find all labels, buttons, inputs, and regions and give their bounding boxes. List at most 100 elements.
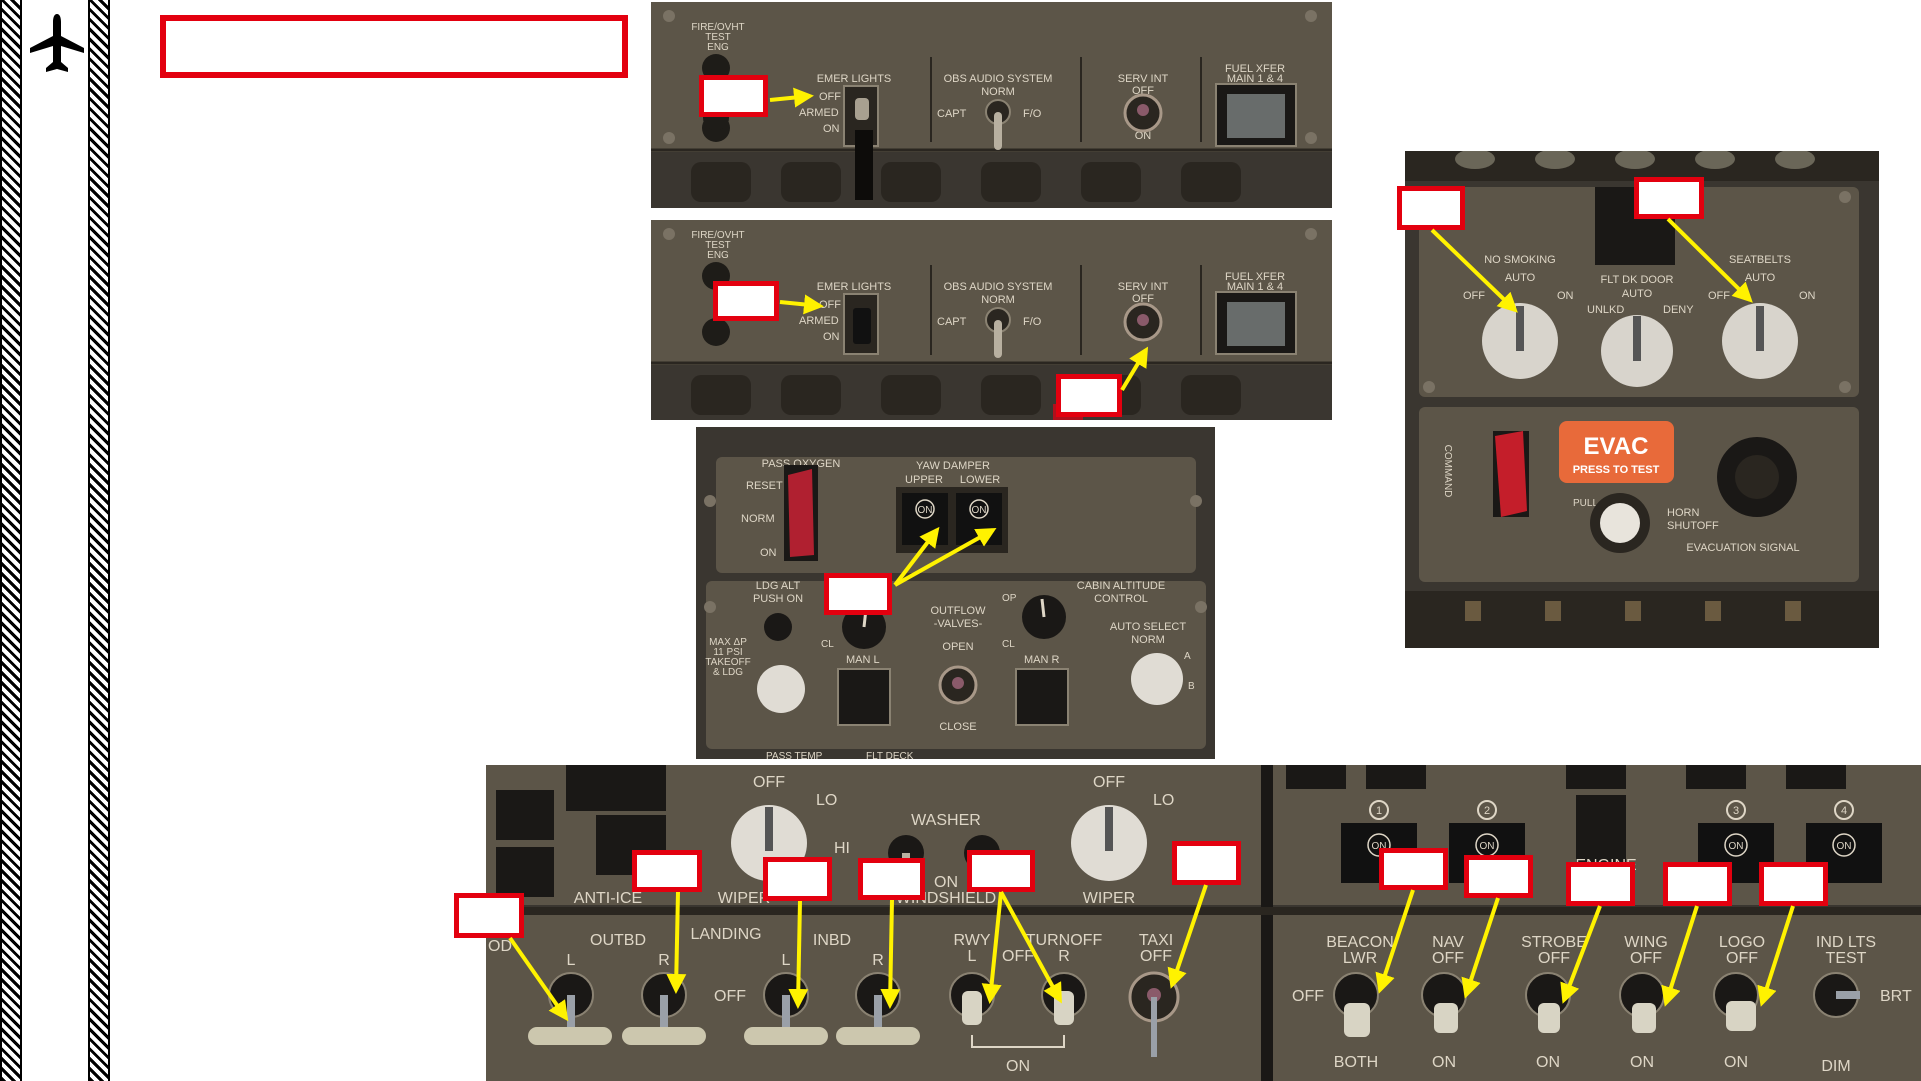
man-r-button[interactable] — [1015, 668, 1069, 726]
taxi-switch[interactable] — [1128, 971, 1180, 1057]
horn-label: HORN — [1667, 507, 1699, 519]
ldg-alt-knob[interactable] — [757, 665, 805, 713]
svg-text:2: 2 — [1484, 805, 1490, 817]
flt-dk-door-title: FLT DK DOOR — [1601, 274, 1674, 286]
emer-lights-on-label: ON — [823, 123, 840, 135]
logo-switch[interactable] — [1713, 972, 1759, 1031]
svg-text:MAX ΔP: MAX ΔP — [709, 637, 747, 648]
washer-label: WASHER — [911, 812, 981, 829]
no-smoking-off-label: OFF — [1463, 290, 1485, 302]
no-smoking-auto-label: AUTO — [1505, 272, 1536, 284]
pass-oxygen-norm-label: NORM — [741, 513, 775, 525]
landing-outbd-r-switch[interactable] — [622, 972, 706, 1045]
cabin-altitude-control-label: CONTROL — [1094, 593, 1148, 605]
landing-od-label: OD — [488, 938, 512, 955]
ind-lts-switch[interactable] — [1813, 972, 1860, 1018]
nav-switch[interactable] — [1421, 972, 1467, 1033]
wing-title: WING — [1624, 934, 1668, 951]
wiper-l-lo-label: LO — [816, 792, 837, 809]
wing-on-label: ON — [1630, 1054, 1654, 1071]
callout-landing-inbd-l — [763, 857, 832, 901]
svg-text:& LDG: & LDG — [713, 667, 743, 678]
beacon-off-label: OFF — [1292, 988, 1324, 1005]
no-smoking-knob[interactable] — [1482, 303, 1558, 379]
yaw-damper-upper-button[interactable]: ON — [902, 493, 948, 545]
nav-on-label: ON — [1432, 1054, 1456, 1071]
outflow-manual-switch[interactable] — [938, 665, 978, 705]
seatbelts-auto-label: AUTO — [1745, 272, 1776, 284]
fuel-xfer-button-2[interactable] — [1215, 291, 1297, 355]
emer-lights-switch[interactable] — [855, 98, 873, 200]
horn-shutoff-button[interactable] — [1590, 493, 1650, 553]
auto-select-knob[interactable] — [1131, 653, 1183, 705]
yaw-damper-upper-label: UPPER — [905, 474, 943, 486]
serv-int-off-label-2: OFF — [1132, 293, 1154, 305]
svg-text:FIRE/OVHT: FIRE/OVHT — [691, 230, 744, 241]
pass-oxygen-reset-label: RESET — [746, 480, 783, 492]
obs-audio-switch[interactable] — [985, 99, 1011, 150]
strobe-title: STROBE — [1521, 934, 1587, 951]
pull-label: PULL — [1573, 498, 1598, 509]
outflow-valves-label: -VALVES- — [934, 618, 983, 630]
landing-off-label: OFF — [714, 988, 746, 1005]
man-l-button[interactable] — [837, 668, 891, 726]
strobe-off-label: OFF — [1538, 950, 1570, 967]
svg-text:ENG: ENG — [707, 250, 729, 261]
wiper-r-label: WIPER — [1083, 890, 1135, 907]
obs-audio-title-2: OBS AUDIO SYSTEM — [944, 281, 1053, 293]
turnoff-label: TURNOFF — [1026, 932, 1103, 949]
fuel-xfer-sub-2: MAIN 1 & 4 — [1227, 281, 1283, 293]
no-smoking-on-label: ON — [1557, 290, 1574, 302]
landing-inbd-l-label: L — [782, 952, 791, 969]
obs-audio-capt-label: CAPT — [937, 108, 967, 120]
fuel-xfer-button[interactable] — [1215, 83, 1297, 147]
logo-off-label: OFF — [1726, 950, 1758, 967]
cabin-altitude-title: CABIN ALTITUDE — [1077, 580, 1165, 592]
seatbelts-knob[interactable] — [1722, 303, 1798, 379]
pass-oxygen-switch[interactable] — [784, 465, 818, 561]
ldg-alt-selector[interactable] — [764, 613, 792, 641]
man-l-label: MAN L — [846, 654, 880, 666]
fuel-xfer-title-2: FUEL XFER — [1225, 271, 1285, 283]
seatbelts-off-label: OFF — [1708, 290, 1730, 302]
pass-oxygen-title: PASS OXYGEN — [762, 458, 841, 470]
wiper-r-knob[interactable] — [1071, 805, 1147, 881]
obs-audio-switch-2[interactable] — [985, 307, 1011, 358]
rwy-turnoff-off-label: OFF — [1002, 948, 1034, 965]
svg-text:ON: ON — [1837, 841, 1852, 852]
svg-text:TEST: TEST — [705, 240, 731, 251]
callout-strobe — [1566, 862, 1635, 906]
serv-int-switch[interactable] — [1123, 93, 1163, 133]
serv-int-switch-2[interactable] — [1123, 302, 1163, 342]
outflow-close-label: CLOSE — [939, 721, 976, 733]
flt-deck-label: FLT DECK — [866, 751, 914, 759]
evac-command-switch[interactable] — [1493, 431, 1529, 517]
svg-text:ON: ON — [1729, 841, 1744, 852]
svg-text:1: 1 — [1376, 805, 1382, 817]
engine-fuel-buttons — [1286, 765, 1846, 865]
serv-int-on-label: ON — [1135, 130, 1152, 142]
logo-title: LOGO — [1719, 934, 1765, 951]
callout-no-smoking — [1397, 186, 1465, 230]
rwy-turnoff-l-label: L — [968, 948, 977, 965]
svg-text:FIRE/OVHT: FIRE/OVHT — [691, 22, 744, 33]
beacon-switch[interactable] — [1333, 972, 1379, 1037]
fire-ovht-test-label-2: FIRE/OVHT TEST ENG — [691, 230, 744, 261]
obs-audio-title: OBS AUDIO SYSTEM — [944, 73, 1053, 85]
evac-button[interactable]: EVAC PRESS TO TEST — [1559, 421, 1674, 483]
rwy-turnoff-on-label: ON — [1006, 1058, 1030, 1075]
strobe-switch[interactable] — [1525, 972, 1571, 1033]
serv-int-off-label: OFF — [1132, 85, 1154, 97]
outflow-title: OUTFLOW — [931, 605, 987, 617]
yaw-damper-lower-button[interactable]: ON — [956, 493, 1002, 545]
svg-text:EVAC: EVAC — [1584, 433, 1649, 460]
landing-inbd-label: INBD — [813, 932, 851, 949]
yaw-damper-title: YAW DAMPER — [916, 460, 990, 472]
flt-dk-door-knob[interactable] — [1601, 315, 1673, 387]
obs-audio-capt-label-2: CAPT — [937, 316, 967, 328]
callout-emer-lights-off — [699, 75, 768, 117]
wiper-l-label: WIPER — [718, 890, 770, 907]
emer-lights-switch-2[interactable] — [853, 308, 871, 344]
anti-ice-label: ANTI-ICE — [574, 890, 642, 907]
